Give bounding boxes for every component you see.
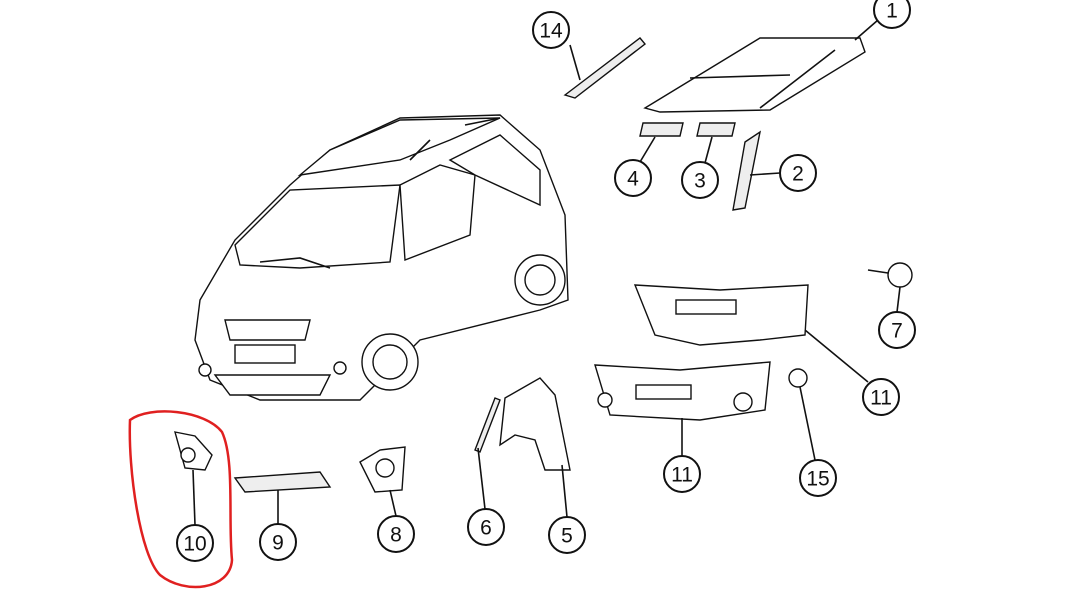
callout-3: 3: [681, 161, 719, 199]
callout-5: 5: [548, 516, 586, 554]
callout-14: 14: [532, 11, 570, 49]
part-3-pad: [696, 122, 736, 137]
callout-2: 2: [779, 154, 817, 192]
callout-6: 6: [467, 508, 505, 546]
callout-15: 15: [799, 459, 837, 497]
callout-10: 10: [176, 524, 214, 562]
svg-text:11: 11: [870, 387, 892, 410]
callout-8: 8: [377, 515, 415, 553]
callout-11-rear: 11: [862, 378, 900, 416]
part-11-rear-bumper: [633, 284, 809, 346]
callout-9: 9: [259, 523, 297, 561]
part-7-clip: [867, 262, 913, 288]
svg-text:3: 3: [694, 170, 706, 193]
part-8-fog-lamp-bezel: [359, 446, 406, 493]
part-9-skid-plate: [233, 471, 332, 493]
part-1-roof-panel: [643, 37, 866, 113]
part-10-bezel: [174, 431, 213, 471]
svg-text:1: 1: [886, 0, 898, 23]
car-illustration: [194, 114, 569, 401]
part-6-trim: [474, 397, 501, 453]
part-15-cap: [788, 368, 808, 388]
callout-1: 1: [873, 0, 911, 29]
part-11-front-bumper: [594, 361, 771, 421]
svg-text:15: 15: [806, 468, 829, 491]
callout-4: 4: [614, 159, 652, 197]
leader-lines: [192, 19, 901, 526]
svg-text:9: 9: [272, 532, 284, 555]
svg-text:6: 6: [480, 517, 492, 540]
callout-11-front: 11: [663, 455, 701, 493]
svg-text:4: 4: [627, 168, 639, 191]
part-2-pillar-trim: [732, 130, 762, 211]
svg-text:5: 5: [561, 525, 573, 548]
svg-text:10: 10: [183, 533, 206, 556]
part-14-roof-strip: [563, 37, 647, 99]
svg-text:8: 8: [390, 524, 402, 547]
svg-text:14: 14: [539, 20, 563, 43]
svg-text:11: 11: [671, 464, 693, 487]
callout-7: 7: [878, 311, 916, 349]
highlight-annotation: [128, 410, 234, 589]
part-4-pad: [639, 122, 684, 137]
part-5-fender: [499, 377, 571, 471]
svg-text:7: 7: [891, 320, 903, 343]
svg-text:2: 2: [792, 163, 804, 186]
